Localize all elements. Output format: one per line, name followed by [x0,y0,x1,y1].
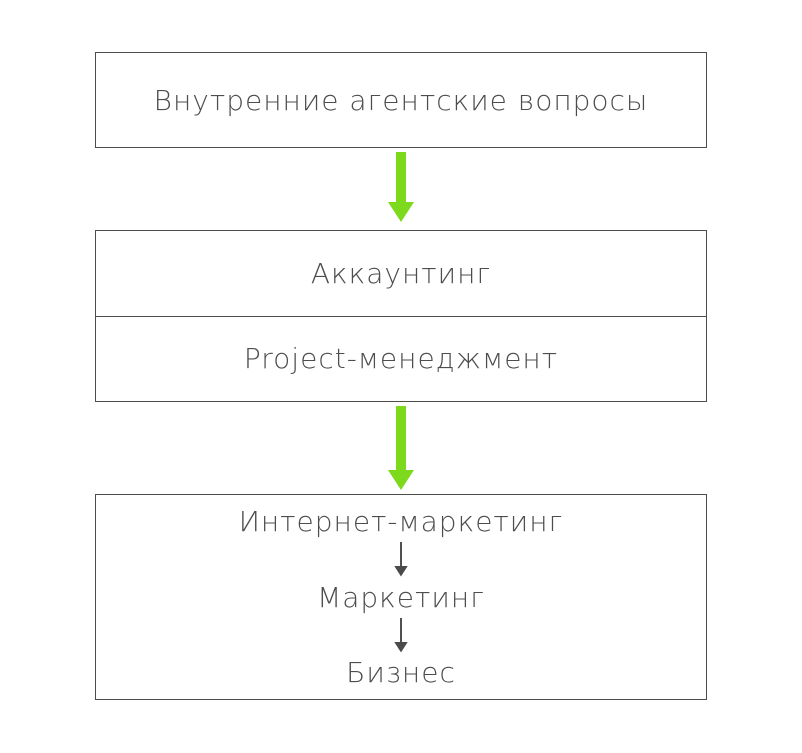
arrow-shaft [396,152,406,203]
node-marketing: Маркетинг [317,580,485,614]
node-internal-agency-questions: Внутренние агентские вопросы [95,52,707,148]
node-group-marketing-chain: Интернет-маркетинг Маркетинг Бизнес [95,494,707,700]
arrow-head [394,565,408,577]
arrow-down-dark-icon [394,617,408,652]
node-business: Бизнес [346,656,456,689]
node-label: Аккаунтинг [310,256,492,290]
arrow-shaft [396,406,406,471]
node-project-management: Project-менеджмент [96,317,706,402]
node-label: Project-менеджмент [243,342,559,376]
arrow-head [394,641,408,652]
node-accounting: Аккаунтинг [96,231,706,317]
node-group-accounting-pm: Аккаунтинг Project-менеджмент [95,230,707,402]
arrow-down-green-icon [388,406,414,490]
arrow-shaft [400,542,402,567]
arrow-shaft [400,617,402,643]
node-label: Внутренние агентские вопросы [153,83,649,117]
arrow-head [388,470,414,490]
arrow-head [388,202,414,222]
arrow-down-green-icon [388,152,414,222]
node-internet-marketing: Интернет-маркетинг [238,505,564,538]
arrow-down-dark-icon [394,542,408,577]
